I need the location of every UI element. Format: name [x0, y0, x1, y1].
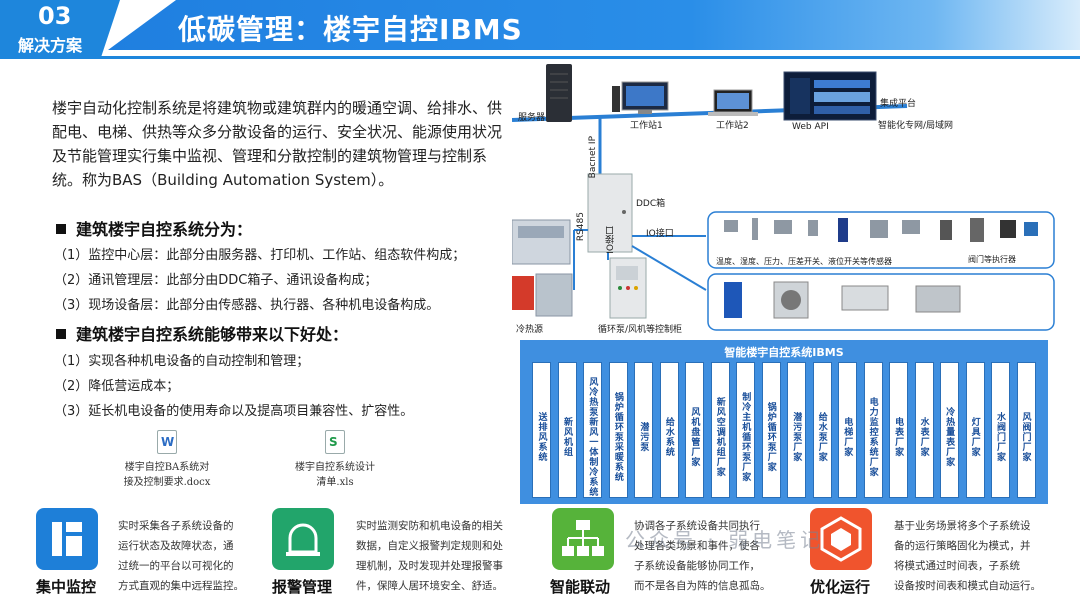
linkage-hierarchy-icon — [552, 508, 614, 570]
ibms-subsystem-column: 冷热量表厂家 — [940, 362, 960, 498]
network-diagram: 服务器 工作站1 工作站2 Web API 集成平台 智能化专网/局域网 Bac… — [512, 60, 1072, 340]
header-divider — [0, 56, 1080, 59]
ibms-title: 智能楼宇自控系统IBMS — [724, 346, 844, 359]
network-label: 智能化专网/局域网 — [878, 121, 954, 131]
ibms-subsystem-column: 潜污泵厂家 — [787, 362, 807, 498]
bullet-square-icon — [56, 223, 66, 234]
list-item: （3）现场设备层：此部分由传感器、执行器、各种机电设备构成。 — [54, 298, 440, 313]
central-monitoring-icon — [36, 508, 98, 570]
attachment-xls[interactable]: S 楼宇自控系统设计 清单.xls — [280, 430, 390, 490]
io-interface-vertical-label: IO接口 — [606, 226, 616, 254]
ibms-subsystem-column: 水表厂家 — [914, 362, 934, 498]
list-item: （2）通讯管理层：此部分由DDC箱子、通讯设备构成； — [54, 273, 378, 288]
ibms-panel: 智能楼宇自控系统IBMS 送排风系统新风机组风冷热泵新风一体制冷系统锅炉循环泵采… — [520, 340, 1048, 504]
equipment-icons — [724, 281, 961, 319]
tile-title: 集中监控 — [36, 578, 97, 596]
bullet-square-icon — [56, 328, 66, 339]
list-item: （2）降低营运成本； — [54, 379, 180, 394]
ibms-columns: 送排风系统新风机组风冷热泵新风一体制冷系统锅炉循环泵采暖系统潜污泵给水系统风机盘… — [526, 360, 1042, 500]
word-file-icon: W — [157, 430, 177, 454]
network-diagram-graphics — [512, 64, 1055, 331]
spreadsheet-file-icon: S — [325, 430, 345, 454]
ibms-subsystem-column: 锅炉循环泵厂家 — [761, 362, 781, 498]
server-rack-icon — [546, 64, 572, 122]
ibms-subsystem-column: 电梯厂家 — [838, 362, 858, 498]
ibms-subsystem-column: 给水系统 — [659, 362, 679, 498]
section2-heading: 建筑楼宇自控系统能够带来以下好处： — [56, 321, 348, 345]
ibms-subsystem-column: 风机盘管厂家 — [685, 362, 705, 498]
ibms-subsystem-column: 风冷热泵新风一体制冷系统 — [583, 362, 603, 498]
heat-source-label: 冷热源 — [516, 325, 544, 335]
section-number: 03 — [38, 2, 72, 30]
rs485-label: RS485 — [576, 212, 586, 242]
ddc-label: DDC箱 — [636, 199, 666, 209]
sensors-label: 温度、湿度、压力、压差开关、液位开关等传感器 — [716, 257, 892, 266]
tile-title: 智能联动 — [550, 578, 611, 596]
list-item: （3）延长机电设备的使用寿命以及提高项目兼容性、扩容性。 — [54, 404, 414, 419]
control-cabinet-label: 循环泵/风机等控制柜 — [598, 325, 683, 335]
tile-description: 实时监测安防和机电设备的相关数据，自定义报警判定规则和处理机制，及时发现并处理报… — [356, 520, 503, 592]
ibms-subsystem-column: 潜污泵 — [634, 362, 654, 498]
ibms-subsystem-column: 电表厂家 — [889, 362, 909, 498]
tile-description: 协调各子系统设备共同执行处理各类场景和事件，使各子系统设备能够协同工作，而不是各… — [634, 520, 771, 592]
page-header: 03 解决方案 低碳管理：楼宇自控IBMS — [0, 0, 1080, 60]
valves-label: 阀门等执行器 — [968, 255, 1016, 264]
ibms-subsystem-column: 新风空调机组厂家 — [710, 362, 730, 498]
tile-title: 报警管理 — [272, 578, 333, 596]
sensor-icons — [724, 218, 1038, 242]
bacnet-label: Bacnet IP — [588, 136, 598, 179]
ibms-subsystem-column: 电力监控系统厂家 — [863, 362, 883, 498]
workstation-icon — [612, 81, 669, 114]
tile-description: 实时采集各子系统设备的运行状态及故障状态，通过统一的平台以可视化的方式直观的集中… — [118, 520, 244, 592]
alarm-bell-icon — [272, 508, 334, 570]
webapi-label: Web API — [792, 122, 829, 132]
tile-title: 优化运行 — [810, 578, 871, 596]
attachment-docx[interactable]: W 楼宇自控BA系统对 接及控制要求.docx — [112, 430, 222, 490]
optimize-cube-icon — [810, 508, 872, 570]
laptop-icon — [708, 89, 758, 116]
server-label: 服务器 — [518, 113, 546, 123]
workstation1-label: 工作站1 — [630, 121, 663, 131]
list-item: （1）监控中心层：此部分由服务器、打印机、工作站、组态软件构成； — [54, 248, 466, 263]
section-badge: 03 解决方案 — [0, 0, 120, 58]
ddc-box-icon — [587, 173, 633, 253]
ibms-subsystem-column: 风阀门厂家 — [1016, 362, 1036, 498]
integration-dashboard-icon — [783, 71, 877, 121]
chiller-unit-icon — [512, 219, 571, 265]
ibms-subsystem-column: 给水泵厂家 — [812, 362, 832, 498]
tile-description: 基于业务场景将多个子系统设备的运行策略固化为模式，并将模式通过时间表，子系统设备… — [894, 520, 1041, 592]
integration-label: 集成平台 — [880, 99, 917, 109]
list-item: （1）实现各种机电设备的自动控制和管理； — [54, 354, 310, 369]
intro-paragraph: 楼宇自动化控制系统是将建筑物或建筑群内的暖通空调、给排水、供配电、电梯、供热等众… — [52, 99, 503, 189]
section-label: 解决方案 — [18, 36, 83, 55]
workstation2-label: 工作站2 — [716, 121, 749, 131]
ibms-subsystem-column: 锅炉循环泵采暖系统 — [608, 362, 628, 498]
sensors-panel — [707, 211, 1055, 269]
watermark: 公众号 · 弱电笔记 — [625, 528, 825, 552]
section1-heading: 建筑楼宇自控系统分为： — [56, 216, 252, 240]
ibms-subsystem-column: 灯具厂家 — [965, 362, 985, 498]
ibms-subsystem-column: 制冷主机循环泵厂家 — [736, 362, 756, 498]
ibms-subsystem-column: 新风机组 — [557, 362, 577, 498]
io-interface-label: IO接口 — [646, 229, 674, 239]
ibms-subsystem-column: 水阀门厂家 — [991, 362, 1011, 498]
control-cabinet-icon — [609, 257, 647, 319]
page-title: 低碳管理：楼宇自控IBMS — [178, 13, 523, 46]
ibms-subsystem-column: 送排风系统 — [532, 362, 552, 498]
boiler-unit-icon — [512, 273, 573, 317]
title-banner — [108, 0, 1080, 50]
